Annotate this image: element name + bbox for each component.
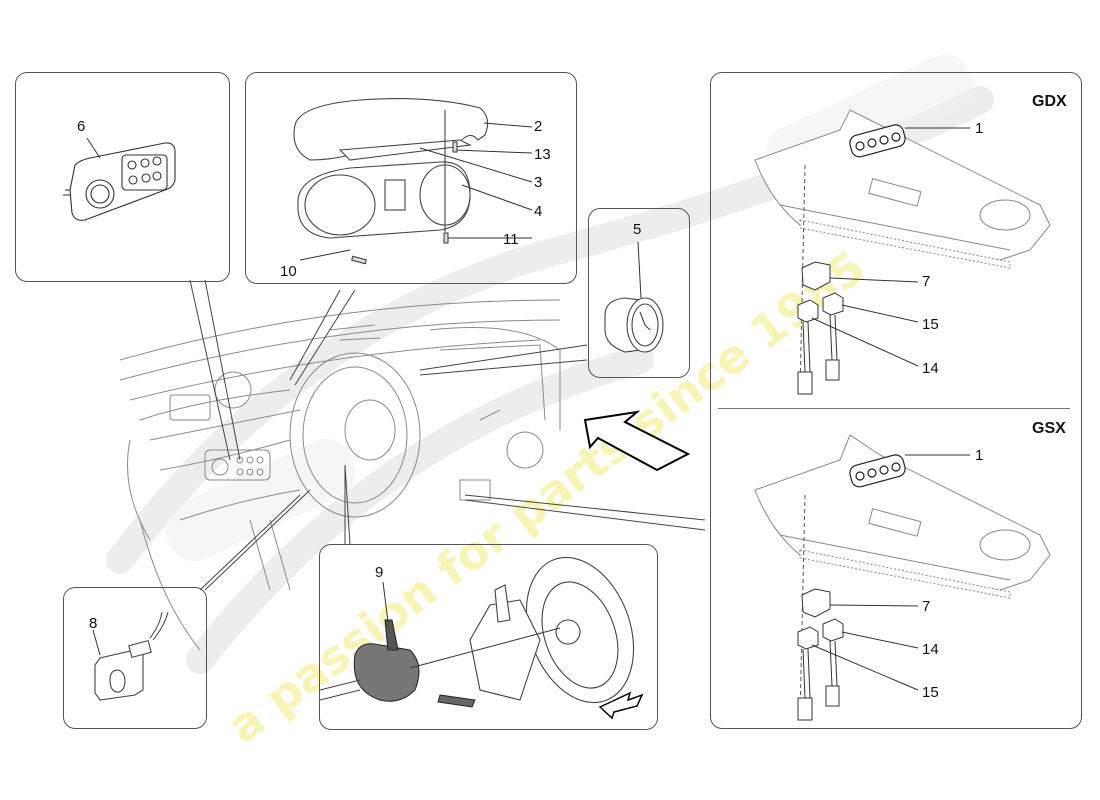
callout-gsx-14: 14 [922,641,939,658]
variant-divider [718,408,1070,409]
callout-6: 6 [77,118,86,135]
panel-clock [588,208,690,378]
callout-gdx-7: 7 [922,273,931,290]
callout-10: 10 [280,263,297,280]
callout-3: 3 [534,174,543,191]
callout-11: 11 [503,231,519,248]
panel-steering-column [319,544,658,730]
view-arrow-icon [583,410,691,472]
callout-2: 2 [534,118,543,135]
direction-arrow-icon [598,691,644,720]
panel-mirror-switch [63,587,207,729]
variant-label-gsx: GSX [1032,420,1066,437]
panel-centre-console [710,72,1082,729]
callout-9: 9 [375,564,384,581]
callout-4: 4 [534,203,543,220]
callout-gsx-15: 15 [922,684,939,701]
callout-5: 5 [633,221,642,238]
callout-13: 13 [534,146,551,163]
panel-instrument-cluster [245,72,577,284]
callout-gdx-14: 14 [922,360,939,377]
callout-gsx-7: 7 [922,598,931,615]
callout-gdx-15: 15 [922,316,939,333]
panel-light-switch [15,72,230,282]
variant-label-gdx: GDX [1032,93,1067,110]
callout-gdx-1: 1 [975,120,984,137]
callout-gsx-1: 1 [975,447,984,464]
callout-8: 8 [89,615,98,632]
